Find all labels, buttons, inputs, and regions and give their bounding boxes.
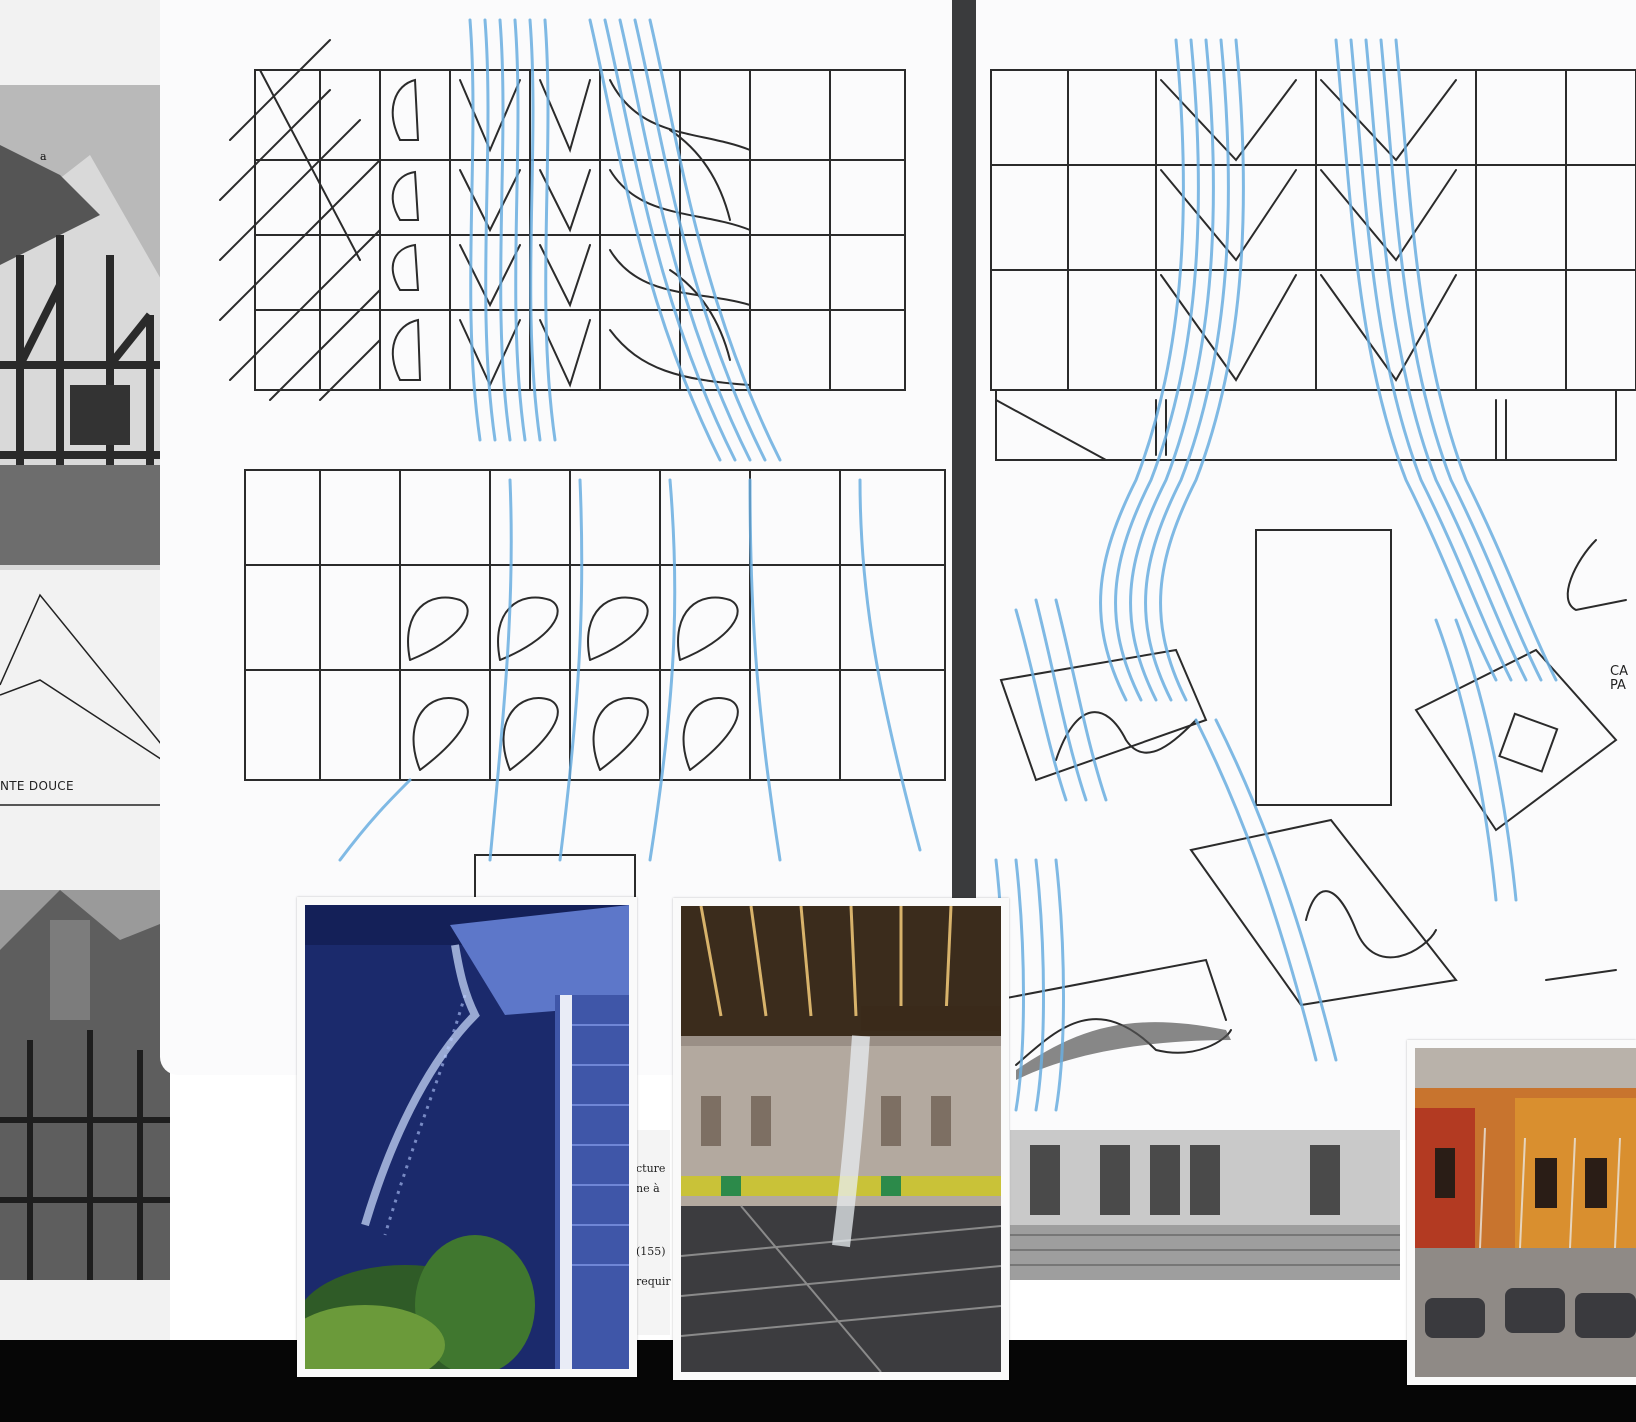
text-scrap-line-1: cture (636, 1162, 666, 1175)
sketchbook-page-left (160, 0, 952, 1075)
roof-pitch-diagram (0, 593, 170, 806)
rainy-street-photo (1407, 1040, 1636, 1385)
classical-facade-photo (1010, 1130, 1400, 1280)
text-scrap-line-4: requir (636, 1275, 671, 1288)
facade-grid-sketches-left (219, 18, 946, 901)
gutter-water-photo (297, 897, 637, 1377)
annotation-a: a (40, 150, 47, 163)
handwritten-note-line-2: PA (1610, 678, 1626, 693)
roof-diagram-label: NTE DOUCE (0, 779, 74, 793)
steep-roof-village-photo (0, 890, 170, 1280)
text-scrap-line-3: (155) (636, 1245, 666, 1258)
handwritten-note: CA PA (1610, 665, 1628, 693)
text-scrap-line-2: ne à (636, 1182, 660, 1195)
canopy-water-photo (673, 898, 1009, 1380)
handwritten-note-line-1: CA (1610, 664, 1628, 679)
reference-book-page: a NTE DOUCE (0, 0, 170, 1340)
facade-grid-sketches-right (990, 38, 1636, 1112)
half-timbered-house-photo (0, 85, 170, 570)
